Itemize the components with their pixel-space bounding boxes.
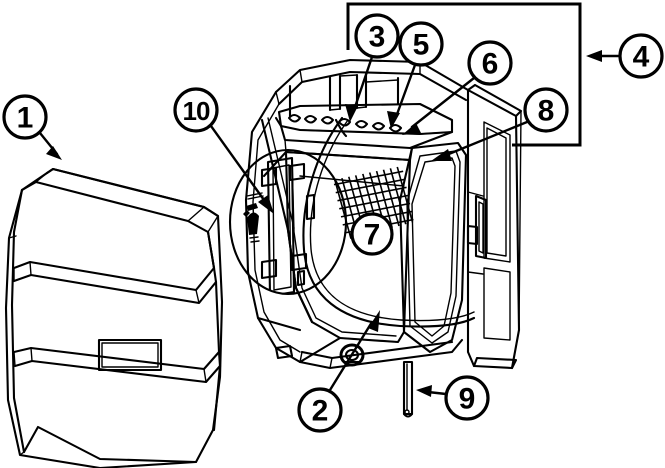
leader-10 (209, 124, 266, 202)
arrowhead-4 (586, 50, 602, 62)
arrowhead-8 (431, 149, 452, 161)
callout-9-circle[interactable] (444, 375, 490, 421)
callout-6[interactable]: 6 (467, 40, 513, 86)
callout-10-circle[interactable] (173, 87, 219, 133)
callout-4[interactable]: 4 (618, 33, 664, 79)
callout-4-label: 4 (633, 41, 650, 74)
arrowhead-2 (368, 310, 380, 332)
callout-8-circle[interactable] (523, 87, 569, 133)
part-front-cover (4, 167, 224, 468)
callout-bubbles: 1 10 3 5 6 4 (2, 13, 664, 433)
probe-rod (402, 360, 414, 418)
grouping-bracket (346, 2, 582, 147)
callout-7-label: 7 (364, 219, 381, 252)
callout-3-circle[interactable] (354, 13, 400, 59)
callout-3[interactable]: 3 (354, 13, 400, 59)
arrowhead-3 (345, 104, 358, 122)
callout-3-label: 3 (369, 21, 386, 54)
callout-8[interactable]: 8 (523, 87, 569, 133)
callout-1-label: 1 (17, 102, 34, 135)
callout-5-label: 5 (413, 29, 430, 62)
arrowhead-5 (387, 111, 400, 129)
callout-10-label: 10 (183, 96, 210, 126)
leader-6 (410, 76, 476, 129)
arrowhead-10 (258, 195, 274, 214)
callout-1[interactable]: 1 (2, 94, 48, 140)
cover-label-window (97, 338, 163, 372)
callout-2-circle[interactable] (297, 387, 343, 433)
callout-9[interactable]: 9 (444, 375, 490, 421)
callout-7-circle[interactable] (350, 212, 394, 256)
leader-8 (442, 120, 529, 158)
leader-lines (38, 50, 622, 397)
callout-8-label: 8 (538, 95, 555, 128)
callout-10[interactable]: 10 (173, 87, 219, 133)
callout-2-label: 2 (312, 395, 329, 428)
arrowhead-6 (402, 123, 421, 135)
leader-5 (394, 63, 417, 119)
leader-2 (328, 320, 374, 392)
arrowhead-9 (416, 385, 432, 397)
callout-6-circle[interactable] (467, 40, 513, 86)
callout-4-circle[interactable] (618, 33, 664, 79)
callout-2[interactable]: 2 (297, 387, 343, 433)
side-warning-label (243, 192, 264, 243)
callout-5[interactable]: 5 (398, 21, 444, 67)
arrowhead-1 (46, 146, 62, 160)
callout-9-label: 9 (459, 383, 476, 416)
base-frame (274, 321, 464, 370)
side-latch-detail (228, 148, 348, 296)
side-handle-latch (466, 194, 488, 260)
callout-6-label: 6 (482, 48, 499, 81)
leader-3 (352, 55, 374, 112)
callout-1-circle[interactable] (2, 94, 48, 140)
callout-7[interactable]: 7 (350, 212, 394, 256)
callout-5-circle[interactable] (398, 21, 444, 67)
flex-cable (302, 116, 476, 328)
